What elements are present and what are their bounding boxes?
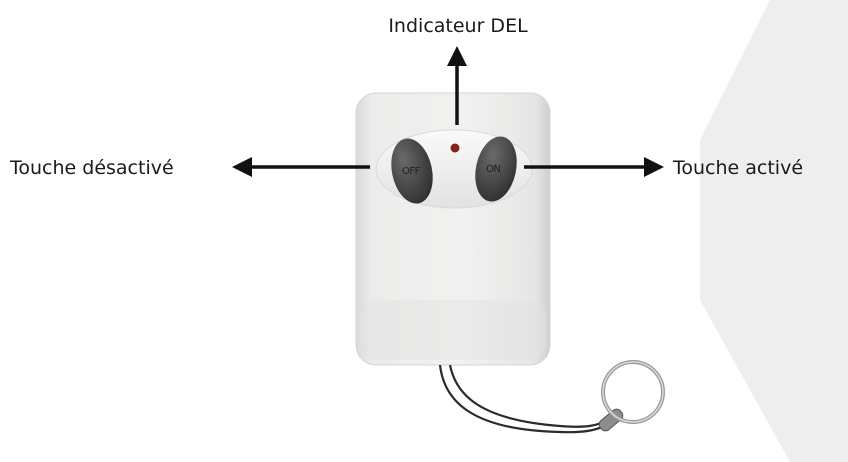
- label-led: Indicateur DEL: [388, 15, 528, 37]
- off-button-text: OFF: [402, 166, 421, 177]
- key-strap: [438, 364, 624, 434]
- on-button-text: ON: [486, 164, 500, 175]
- label-on-button: Touche activé: [672, 157, 803, 179]
- key-ring: [601, 360, 665, 424]
- label-off-button: Touche désactivé: [9, 157, 174, 179]
- arrow-off: [232, 157, 370, 177]
- off-button: OFF: [391, 138, 433, 204]
- arrow-led: [447, 46, 467, 125]
- led-indicator: [450, 143, 460, 153]
- arrow-on: [524, 157, 664, 177]
- on-button: ON: [475, 136, 517, 202]
- background-hexagon: [700, 0, 848, 462]
